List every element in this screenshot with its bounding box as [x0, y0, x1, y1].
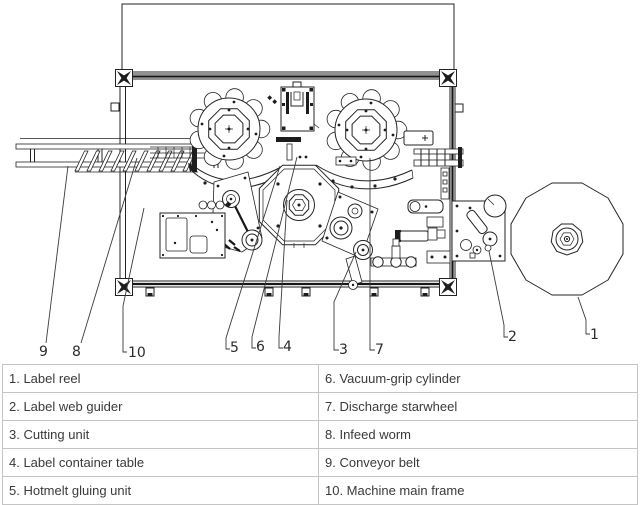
machine-feet [145, 287, 430, 297]
callout-numbers: 9 8 10 5 6 4 3 7 2 1 [39, 327, 599, 361]
vacuum-grip-cylinder [258, 164, 340, 248]
vacuum-bracket [267, 81, 320, 132]
control-box [159, 212, 226, 259]
label-reel [510, 182, 624, 296]
part-cell: 9. Conveyor belt [318, 448, 638, 477]
machine-diagram: 9 8 10 5 6 4 3 7 2 1 [15, 3, 624, 361]
callout-1: 1 [590, 327, 599, 343]
cutting-unit [321, 191, 379, 290]
callout-10: 10 [128, 345, 146, 361]
callout-6: 6 [256, 339, 265, 355]
leader-lines [45, 156, 590, 353]
part-cell: 8. Infeed worm [318, 420, 638, 449]
table-row: 5. Hotmelt gluing unit 10. Machine main … [2, 476, 638, 505]
callout-8: 8 [72, 344, 81, 360]
roller-assembly [370, 130, 464, 268]
table-row: 2. Label web guider 7. Discharge starwhe… [2, 392, 638, 421]
discharge-starwheel [326, 89, 408, 171]
part-cell: 7. Discharge starwheel [318, 392, 638, 421]
parts-legend-table: 1. Label reel 6. Vacuum-grip cylinder 2.… [2, 364, 638, 505]
callout-2: 2 [508, 329, 517, 345]
part-cell: 6. Vacuum-grip cylinder [318, 364, 638, 393]
callout-9: 9 [39, 344, 48, 360]
part-cell: 5. Hotmelt gluing unit [2, 476, 319, 505]
part-cell: 3. Cutting unit [2, 420, 319, 449]
table-row: 3. Cutting unit 8. Infeed worm [2, 420, 638, 449]
callout-5: 5 [230, 340, 239, 356]
part-cell: 1. Label reel [2, 364, 319, 393]
table-row: 4. Label container table 9. Conveyor bel… [2, 448, 638, 477]
top-cover-panel [121, 3, 455, 73]
machine-main-frame [110, 69, 464, 297]
corner-bracket-bottom-left [115, 278, 133, 296]
part-cell: 4. Label container table [2, 448, 319, 477]
label-web-guider [451, 194, 507, 262]
callout-7: 7 [375, 342, 384, 358]
callout-4: 4 [283, 339, 292, 355]
part-cell: 2. Label web guider [2, 392, 319, 421]
corner-bracket-bottom-right [439, 278, 457, 296]
part-cell: 10. Machine main frame [318, 476, 638, 505]
table-row: 1. Label reel 6. Vacuum-grip cylinder [2, 364, 638, 393]
callout-3: 3 [339, 342, 348, 358]
corner-bracket-top-left [115, 69, 133, 87]
infeed-worm [74, 141, 220, 173]
infeed-starwheel [189, 88, 271, 170]
corner-bracket-top-right [439, 69, 457, 87]
